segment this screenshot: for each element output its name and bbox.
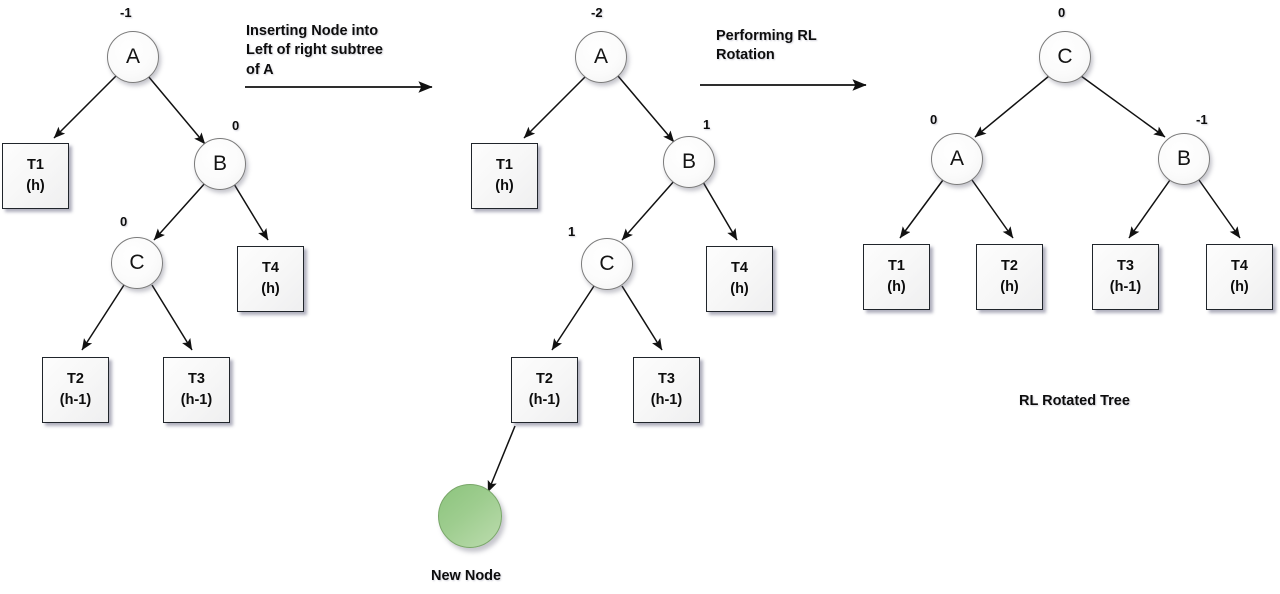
subtree-box-t4-tree1[interactable]: T4 (h) xyxy=(237,246,304,312)
subtree-name: T3 xyxy=(188,370,205,387)
balance-factor-b-tree1: 0 xyxy=(232,118,240,133)
tree-node-c-tree1[interactable]: C xyxy=(111,237,163,289)
subtree-height: (h-1) xyxy=(528,392,561,408)
tree-node-a-tree3[interactable]: A xyxy=(931,133,983,185)
subtree-box-t1-tree2[interactable]: T1 (h) xyxy=(471,143,538,209)
subtree-name: T2 xyxy=(1001,257,1018,274)
tree-node-b-tree3[interactable]: B xyxy=(1158,133,1210,185)
subtree-name: T4 xyxy=(1231,257,1248,274)
subtree-name: T3 xyxy=(1117,257,1134,274)
subtree-box-t2-tree1[interactable]: T2 (h-1) xyxy=(42,357,109,423)
subtree-height: (h) xyxy=(1000,279,1019,295)
transition-caption-rotation: Performing RL Rotation xyxy=(716,28,817,64)
subtree-box-t3-tree1[interactable]: T3 (h-1) xyxy=(163,357,230,423)
subtree-height: (h) xyxy=(1230,279,1249,295)
subtree-box-t1-tree3[interactable]: T1 (h) xyxy=(863,244,930,310)
subtree-name: T2 xyxy=(67,370,84,387)
subtree-box-t2-tree3[interactable]: T2 (h) xyxy=(976,244,1043,310)
subtree-height: (h) xyxy=(495,178,514,194)
subtree-box-t3-tree2[interactable]: T3 (h-1) xyxy=(633,357,700,423)
balance-factor-b-tree3: -1 xyxy=(1196,112,1208,127)
tree-node-b-tree2[interactable]: B xyxy=(663,136,715,188)
tree-node-c-tree3[interactable]: C xyxy=(1039,31,1091,83)
subtree-height: (h) xyxy=(261,281,280,297)
subtree-height: (h-1) xyxy=(59,392,92,408)
subtree-name: T1 xyxy=(27,156,44,173)
tree-node-a-tree1[interactable]: A xyxy=(107,31,159,83)
balance-factor-a-tree2: -2 xyxy=(591,5,603,20)
balance-factor-c-tree2: 1 xyxy=(568,224,576,239)
subtree-box-t4-tree3[interactable]: T4 (h) xyxy=(1206,244,1273,310)
subtree-height: (h) xyxy=(26,178,45,194)
subtree-name: T1 xyxy=(496,156,513,173)
subtree-box-t1-tree1[interactable]: T1 (h) xyxy=(2,143,69,209)
tree-node-c-tree2[interactable]: C xyxy=(581,238,633,290)
subtree-name: T4 xyxy=(262,259,279,276)
balance-factor-c-tree1: 0 xyxy=(120,214,128,229)
transition-caption-insert: Inserting Node into Left of right subtre… xyxy=(246,23,383,78)
subtree-height: (h) xyxy=(887,279,906,295)
balance-factor-a-tree1: -1 xyxy=(120,5,132,20)
tree-node-a-tree2[interactable]: A xyxy=(575,31,627,83)
subtree-box-t4-tree2[interactable]: T4 (h) xyxy=(706,246,773,312)
rotated-tree-label: RL Rotated Tree xyxy=(1019,393,1130,409)
balance-factor-a-tree3: 0 xyxy=(930,112,938,127)
subtree-name: T2 xyxy=(536,370,553,387)
subtree-name: T1 xyxy=(888,257,905,274)
subtree-height: (h-1) xyxy=(650,392,683,408)
subtree-height: (h) xyxy=(730,281,749,297)
subtree-box-t3-tree3[interactable]: T3 (h-1) xyxy=(1092,244,1159,310)
new-node-label: New Node xyxy=(431,568,502,584)
subtree-name: T3 xyxy=(658,370,675,387)
balance-factor-b-tree2: 1 xyxy=(703,117,711,132)
subtree-height: (h-1) xyxy=(180,392,213,408)
subtree-box-t2-tree2[interactable]: T2 (h-1) xyxy=(511,357,578,423)
subtree-name: T4 xyxy=(731,259,748,276)
subtree-height: (h-1) xyxy=(1109,279,1142,295)
balance-factor-c-tree3: 0 xyxy=(1058,5,1066,20)
new-node-circle[interactable] xyxy=(438,484,502,548)
tree-node-b-tree1[interactable]: B xyxy=(194,138,246,190)
